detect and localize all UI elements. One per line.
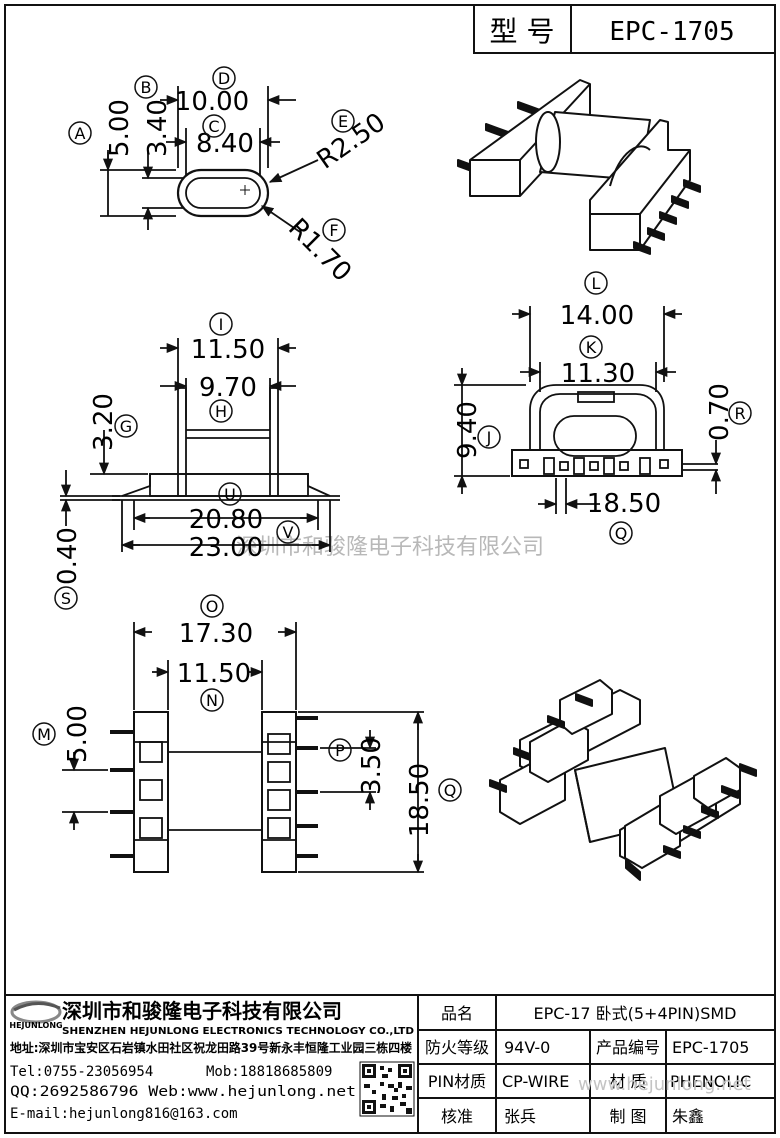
dim-F-value: R1.70 <box>282 213 357 288</box>
header-box: 型 号 EPC-1705 <box>473 4 776 54</box>
slot-view <box>100 86 319 233</box>
marker-O: O <box>206 597 219 616</box>
company-mob: Mob:18818685809 <box>206 1064 332 1080</box>
marker-E: E <box>338 112 348 131</box>
marker-K: K <box>586 338 597 357</box>
dim-G-value: 3.20 <box>89 393 119 451</box>
side-view <box>454 306 722 514</box>
product-code-value: EPC-1705 <box>672 1038 749 1057</box>
marker-F: F <box>329 221 338 240</box>
pin-material-label: PIN材质 <box>428 1072 486 1091</box>
front-view <box>60 338 340 552</box>
marker-L: L <box>592 274 601 293</box>
drawn-by: 朱鑫 <box>672 1107 704 1126</box>
dim-T-value: 0.40 <box>53 527 83 585</box>
type-label: 型 号 <box>490 15 555 48</box>
approved-label: 核准 <box>441 1107 473 1126</box>
marker-C: C <box>208 117 219 136</box>
marker-B: B <box>141 78 152 97</box>
marker-A: A <box>75 124 86 143</box>
marker-R: Q <box>615 524 628 543</box>
front-view-labels: 11.50 9.70 20.80 23.00 3.20 0.40 <box>53 335 265 585</box>
dim-B-value: 3.40 <box>143 99 173 157</box>
marker-H: H <box>215 402 227 421</box>
marker-N: N <box>206 691 218 710</box>
sheet-border <box>4 4 776 1134</box>
marker-M: M <box>37 725 51 744</box>
bottom-view <box>62 622 424 874</box>
product-name-label: 品名 <box>441 1004 473 1023</box>
marker-I: I <box>219 315 224 334</box>
marker-P: P <box>335 741 345 760</box>
marker-T: S <box>61 589 71 608</box>
dim-I-value: 11.50 <box>191 335 265 365</box>
company-logo: HEJUNLONG <box>9 1000 63 1030</box>
dim-V-value: 23.00 <box>189 533 263 563</box>
marker-J: J <box>486 428 492 447</box>
dim-C-value: 8.40 <box>196 129 254 159</box>
product-name-value: EPC-17 卧式(5+4PIN)SMD <box>533 1004 736 1023</box>
company-address: 地址:深圳市宝安区石岩镇水田社区祝龙田路39号新永丰恒隆工业园三栋四楼 <box>10 1040 412 1055</box>
material-value: PHENOLIC <box>670 1072 751 1091</box>
dim-J-value: 9.40 <box>453 401 483 459</box>
side-view-markers: L K J R Q <box>477 271 752 545</box>
pin-material-value: CP-WIRE <box>502 1072 569 1091</box>
dim-P-value: 3.50 <box>357 737 387 795</box>
title-block <box>5 994 775 1133</box>
company-tel: Tel:0755-23056954 <box>10 1064 153 1080</box>
dim-S-value: 0.70 <box>705 383 735 441</box>
approved-by: 张兵 <box>504 1107 536 1126</box>
company-name-cn: 深圳市和骏隆电子科技有限公司 <box>62 999 342 1023</box>
company-name-en: SHENZHEN HEJUNLONG ELECTRONICS TECHNOLOG… <box>62 1026 414 1037</box>
company-qq-web: QQ:2692586796 Web:www.hejunlong.net <box>10 1084 356 1100</box>
dim-L-value: 14.00 <box>560 301 634 331</box>
marker-Q: Q <box>444 781 457 800</box>
dim-O-value: 17.30 <box>179 619 253 649</box>
slot-view-labels: 10.00 8.40 5.00 3.40 R2.50 R1.70 <box>105 87 391 288</box>
company-info: 深圳市和骏隆电子科技有限公司 SHENZHEN HEJUNLONG ELECTR… <box>10 999 414 1122</box>
logo-text: HEJUNLONG <box>9 1021 62 1030</box>
bottom-view-labels: 17.30 11.50 5.00 3.50 18.50 <box>63 619 435 837</box>
dim-D-value: 10.00 <box>175 87 249 117</box>
marker-D: D <box>218 69 230 88</box>
side-view-labels: 14.00 11.30 9.40 0.70 18.50 <box>453 301 735 519</box>
model-number: EPC-1705 <box>609 17 734 47</box>
dim-N-value: 11.50 <box>177 659 251 689</box>
isometric-view-top <box>457 79 701 255</box>
dim-Q-value: 18.50 <box>405 763 435 837</box>
isometric-view-bottom <box>489 679 757 881</box>
watermark-text: 深圳市和骏隆电子科技有限公司 <box>236 535 544 560</box>
dim-E-value: R2.50 <box>312 107 391 175</box>
bottom-view-markers: O N M P Q <box>32 594 462 802</box>
marker-S: R <box>734 404 745 423</box>
web-watermark: www.hejunlong.net <box>578 1074 751 1095</box>
material-label: 材 质 <box>609 1072 646 1091</box>
flame-rating-label: 防火等级 <box>425 1038 489 1057</box>
company-email: E-mail:hejunlong816@163.com <box>10 1106 238 1122</box>
dim-U-value: 20.80 <box>189 505 263 535</box>
marker-G: G <box>120 417 132 436</box>
dim-M-value: 5.00 <box>63 705 93 763</box>
product-code-label: 产品编号 <box>596 1038 660 1057</box>
marker-V: V <box>283 523 294 542</box>
flame-rating-value: 94V-0 <box>504 1038 550 1057</box>
dim-K-value: 11.30 <box>561 359 635 389</box>
marker-U: U <box>224 485 236 504</box>
qr-code <box>359 1061 415 1117</box>
dim-H-value: 9.70 <box>199 373 257 403</box>
spec-table: 品名 EPC-17 卧式(5+4PIN)SMD 防火等级 94V-0 产品编号 … <box>425 1004 751 1126</box>
front-view-markers: I H G U V S <box>54 312 300 610</box>
drawn-label: 制 图 <box>609 1107 646 1126</box>
slot-view-markers: A B C D E F <box>68 66 355 242</box>
dim-A-value: 5.00 <box>105 99 135 157</box>
dim-R-value: 18.50 <box>587 489 661 519</box>
